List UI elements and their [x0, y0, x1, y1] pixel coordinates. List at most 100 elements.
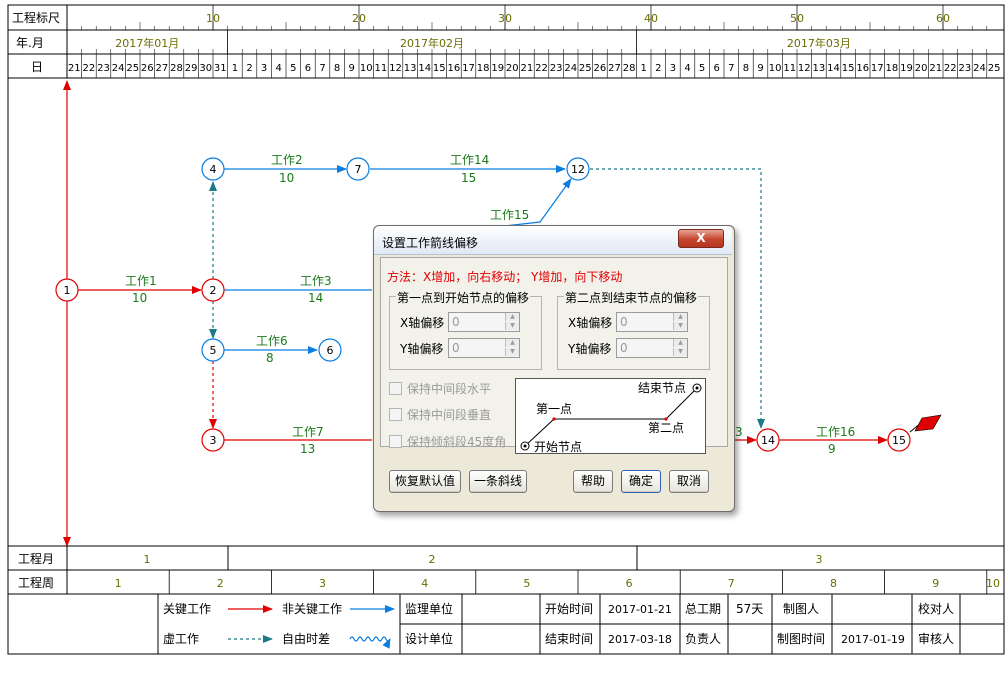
day-cell: 18 [886, 63, 899, 74]
svg-text:4: 4 [210, 163, 217, 176]
day-row-label: 日 [31, 60, 43, 74]
day-cell: 25 [988, 63, 1001, 74]
dialog-titlebar[interactable]: 设置工作箭线偏移 X [374, 226, 732, 255]
total-duration-value: 57天 [736, 602, 763, 616]
day-cell: 6 [305, 63, 311, 74]
month-cell: 2017年02月 [400, 36, 464, 50]
work-arrows [78, 165, 888, 444]
day-cell: 5 [699, 63, 705, 74]
day-cell: 3 [670, 63, 676, 74]
day-cell: 3 [261, 63, 267, 74]
day-cell: 16 [856, 63, 869, 74]
arrow-work15[interactable] [504, 178, 572, 227]
draw-time-value: 2017-01-19 [841, 633, 905, 646]
day-cell: 24 [564, 63, 577, 74]
day-cell: 28 [623, 63, 636, 74]
project-month-label: 工程月 [18, 551, 54, 566]
day-cell: 15 [842, 63, 855, 74]
help-button[interactable]: 帮助 [573, 470, 613, 493]
node-2[interactable]: 2 [201, 278, 225, 302]
day-cell: 14 [418, 63, 431, 74]
x1-offset-input[interactable]: 0▲▼ [448, 312, 520, 332]
node-14[interactable]: 14 [756, 428, 780, 452]
x2-offset-input[interactable]: 0▲▼ [616, 312, 688, 332]
day-cell: 28 [170, 63, 183, 74]
supervisor-label: 监理单位 [405, 601, 453, 616]
project-month-3: 3 [816, 553, 823, 566]
node-15[interactable]: 15 [887, 428, 911, 452]
month-cell: 2017年01月 [115, 36, 179, 50]
start-time-label: 开始时间 [545, 602, 593, 616]
day-cell: 16 [448, 63, 461, 74]
week-cell: 1 [115, 577, 122, 590]
start-offset-group: 第一点到开始节点的偏移 X轴偏移 0▲▼ Y轴偏移 0▲▼ [389, 289, 542, 370]
y2-offset-input[interactable]: 0▲▼ [616, 338, 688, 358]
day-cell: 25 [126, 63, 139, 74]
keep-45-checkbox[interactable]: 保持倾斜段45度角 [389, 433, 506, 450]
day-cell: 17 [462, 63, 475, 74]
free-float-12-14[interactable] [590, 168, 765, 429]
day-cell: 26 [141, 63, 154, 74]
ok-button[interactable]: 确定 [621, 470, 661, 493]
node-3[interactable]: 3 [201, 428, 225, 452]
node-5[interactable]: 5 [201, 338, 225, 362]
single-line-button[interactable]: 一条斜线 [469, 470, 527, 493]
auditor-label: 审核人 [918, 631, 954, 646]
legend-virtual-label: 虚工作 [163, 632, 199, 646]
scale-tick-label: 30 [498, 12, 512, 25]
x2-label: X轴偏移 [568, 316, 613, 330]
keep-vertical-checkbox[interactable]: 保持中间段垂直 [389, 406, 491, 423]
reset-default-button[interactable]: 恢复默认值 [389, 470, 461, 493]
day-cell: 17 [871, 63, 884, 74]
week-cell: 3 [319, 577, 326, 590]
day-cell: 8 [334, 63, 340, 74]
svg-text:7: 7 [355, 163, 362, 176]
work16-duration: 9 [828, 442, 836, 456]
node-7[interactable]: 7 [346, 157, 370, 181]
day-cell: 27 [608, 63, 621, 74]
node-12[interactable]: 12 [566, 157, 590, 181]
cancel-button[interactable]: 取消 [669, 470, 709, 493]
day-cell: 21 [68, 63, 81, 74]
scale-tick-label: 40 [644, 12, 658, 25]
day-cell: 18 [477, 63, 490, 74]
svg-text:5: 5 [210, 344, 217, 357]
node-4[interactable]: 4 [201, 157, 225, 181]
day-cell: 4 [276, 63, 282, 74]
day-cell: 14 [827, 63, 840, 74]
day-cell: 30 [199, 63, 212, 74]
day-cell: 26 [594, 63, 607, 74]
keep-horizontal-checkbox[interactable]: 保持中间段水平 [389, 380, 491, 397]
day-cell: 22 [83, 63, 96, 74]
work16-name: 工作16 [816, 425, 855, 439]
day-cell: 1 [641, 63, 647, 74]
svg-text:3: 3 [210, 434, 217, 447]
day-cell: 7 [319, 63, 325, 74]
week-cell: 4 [421, 577, 428, 590]
work3-duration: 14 [308, 291, 323, 305]
day-cell: 21 [521, 63, 534, 74]
arrow-offset-dialog: 设置工作箭线偏移 X 方法：X增加，向右移动； Y增加，向下移动 第一点到开始节… [373, 225, 735, 512]
designer-label: 设计单位 [405, 631, 453, 646]
legend-critical-label: 关键工作 [163, 602, 211, 616]
svg-text:12: 12 [571, 163, 585, 176]
start-offset-group-title: 第一点到开始节点的偏移 [396, 289, 531, 306]
day-cell: 15 [433, 63, 446, 74]
work7-duration: 13 [300, 442, 315, 456]
day-cell: 23 [550, 63, 563, 74]
day-cell: 5 [290, 63, 296, 74]
day-cell: 24 [112, 63, 125, 74]
dialog-title: 设置工作箭线偏移 [382, 236, 479, 250]
svg-text:2: 2 [210, 284, 217, 297]
draw-time-label: 制图时间 [777, 632, 825, 646]
week-cell: 6 [626, 577, 633, 590]
day-cell: 9 [349, 63, 355, 74]
y1-offset-input[interactable]: 0▲▼ [448, 338, 520, 358]
node-6[interactable]: 6 [318, 338, 342, 362]
close-button[interactable]: X [678, 229, 724, 248]
partial-label: 3 [735, 425, 743, 439]
node-1[interactable]: 1 [55, 278, 79, 302]
day-cell: 1 [232, 63, 238, 74]
preview-second-point: 第二点 [648, 421, 684, 435]
